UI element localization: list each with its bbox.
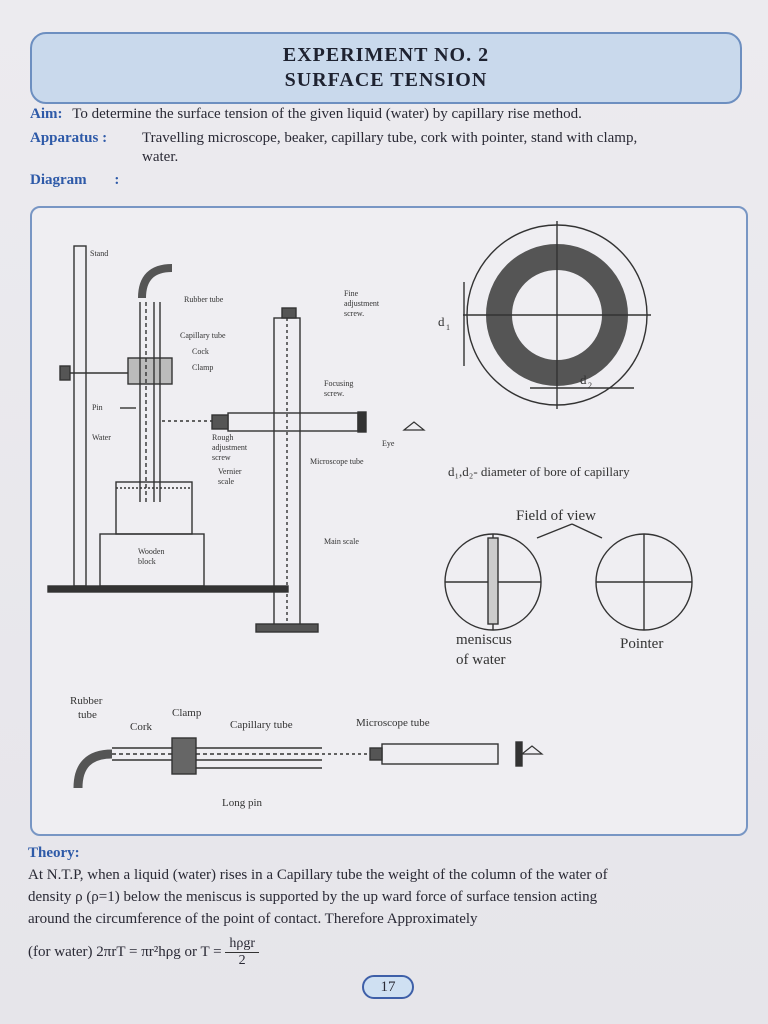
label-b-tube: tube [78, 709, 97, 721]
apparatus-line: Apparatus : [30, 130, 107, 147]
label-meniscus: meniscus [456, 632, 512, 648]
label-fine-1: Fine [344, 289, 359, 298]
label-pin: Pin [92, 403, 103, 412]
theory-section: Theory: At N.T.P, when a liquid (water) … [28, 842, 748, 969]
label-water: Water [92, 433, 111, 442]
label-capillary-tube: Capillary tube [180, 331, 226, 340]
label-rubber-tube: Rubber tube [184, 295, 224, 304]
theory-line-3: around the circumference of the point of… [28, 911, 478, 927]
label-rough-1: Rough [212, 433, 233, 442]
label-b-clamp: Clamp [172, 707, 202, 719]
label-b-rubber: Rubber [70, 695, 103, 707]
diagram-colon: : [114, 172, 120, 188]
label-focusing-2: screw. [324, 389, 344, 398]
label-rough-3: screw [212, 453, 231, 462]
aim-text: To determine the surface tension of the … [72, 106, 582, 122]
title-banner: EXPERIMENT NO. 2 SURFACE TENSION [30, 32, 742, 104]
experiment-number: EXPERIMENT NO. 2 [282, 44, 490, 66]
diagram-label: Diagram [30, 172, 87, 188]
formula-prefix: (for water) 2πrT = πr²hρg or T = [28, 943, 222, 960]
label-eye: Eye [382, 439, 395, 448]
label-fine-2: adjustment [344, 299, 380, 308]
theory-label: Theory: [28, 845, 80, 861]
label-fine-3: screw. [344, 309, 364, 318]
label-rough-2: adjustment [212, 443, 248, 452]
microscope-tube-body [227, 412, 359, 432]
label-main-scale: Main scale [324, 537, 359, 546]
page-number: 17 [362, 975, 414, 999]
stand-rod [73, 245, 87, 587]
label-of-water: of water [456, 652, 506, 668]
aim-label: Aim: [30, 106, 63, 122]
label-vernier-1: Vernier [218, 467, 242, 476]
label-b-long-pin: Long pin [222, 797, 263, 809]
label-b-cork: Cork [130, 721, 153, 733]
eye-icon [402, 421, 426, 431]
bore-caption: d₁,d₂- diameter of bore of capillary [448, 464, 630, 479]
label-d1: d [438, 314, 445, 329]
label-focusing-1: Focusing [324, 379, 353, 388]
theory-line-2: density ρ (ρ=1) below the meniscus is su… [28, 889, 598, 905]
label-clamp: Clamp [192, 363, 213, 372]
label-stand: Stand [90, 249, 108, 258]
label-d1-sub: 1 [446, 323, 450, 332]
label-block: block [138, 557, 156, 566]
eye-icon-bottom [520, 745, 544, 755]
label-wooden: Wooden [138, 547, 164, 556]
apparatus-label: Apparatus : [30, 130, 108, 146]
fraction-numerator: hρgr [225, 936, 259, 953]
label-b-microscope: Microscope tube [356, 717, 430, 729]
diagram-panel: Stand Rubber tube Capillary tube Cock Cl… [30, 206, 748, 836]
label-vernier-2: scale [218, 477, 234, 486]
label-d2: d [580, 372, 587, 387]
label-cock: Cock [192, 347, 209, 356]
aim-line: Aim: To determine the surface tension of… [30, 106, 582, 123]
fraction-denominator: 2 [238, 953, 246, 968]
theory-line-1: At N.T.P, when a liquid (water) rises in… [28, 867, 608, 883]
label-microscope-tube: Microscope tube [310, 457, 364, 466]
apparatus-text-1: Travelling microscope, beaker, capillary… [142, 130, 638, 146]
formula-fraction: hρgr 2 [225, 936, 259, 969]
apparatus-text-2: water. [142, 149, 179, 165]
base-plate [47, 585, 289, 593]
label-d2-sub: 2 [588, 381, 592, 390]
label-field-of-view: Field of view [516, 508, 596, 524]
experiment-topic: SURFACE TENSION [284, 69, 488, 91]
theory-formula: (for water) 2πrT = πr²hρg or T = hρgr 2 [28, 936, 748, 969]
diagram-heading: Diagram : [30, 172, 119, 189]
diagram-drawing: Stand Rubber tube Capillary tube Cock Cl… [47, 221, 693, 809]
label-pointer: Pointer [620, 636, 663, 652]
label-b-capillary: Capillary tube [230, 719, 293, 731]
